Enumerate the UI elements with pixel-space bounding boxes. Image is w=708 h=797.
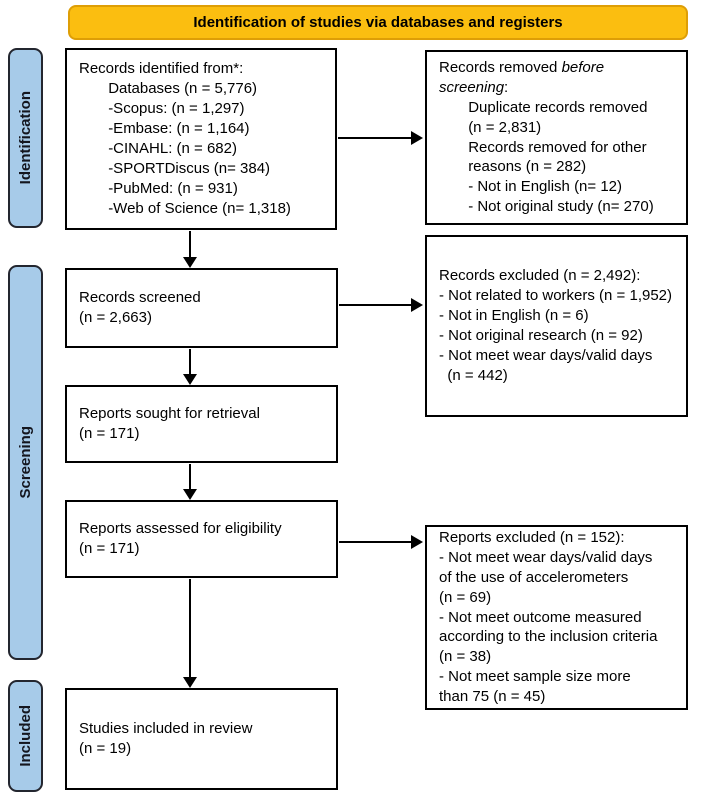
arrow-assessed-to-included-head (183, 677, 197, 688)
arrow-assessed-to-excluded-head (411, 535, 423, 549)
diagram-title: Identification of studies via databases … (193, 14, 563, 31)
arrow-screened-to-excluded-head (411, 298, 423, 312)
arrow-sought-to-assessed-head (183, 489, 197, 500)
arrow-assessed-to-excluded-line (339, 541, 412, 543)
stage-label-included: Included (17, 705, 34, 767)
reports-assessed-text: Reports assessed for eligibility (n = 17… (79, 520, 282, 557)
arrow-sought-to-assessed-line (189, 464, 191, 489)
arrow-identified-to-screened-line (189, 231, 191, 257)
arrow-screened-to-excluded-line (339, 304, 412, 306)
records-removed-title-italic2: screening (439, 78, 505, 96)
records-excluded-box: Records excluded (n = 2,492): - Not rela… (425, 235, 688, 417)
records-removed-title-suffix: : (504, 78, 509, 96)
reports-excluded-text: Reports excluded (n = 152): - Not meet w… (439, 528, 658, 706)
reports-sought-text: Reports sought for retrieval (n = 171) (79, 405, 260, 442)
reports-assessed-box: Reports assessed for eligibility (n = 17… (65, 500, 338, 578)
stage-pill-identification: Identification (8, 48, 43, 228)
records-identified-box: Records identified from*: Databases (n =… (65, 48, 337, 230)
studies-included-box: Studies included in review (n = 19) (65, 688, 338, 790)
records-screened-box: Records screened (n = 2,663) (65, 268, 338, 348)
records-removed-box: Records removed before screening: Duplica… (425, 50, 688, 225)
reports-excluded-box: Reports excluded (n = 152): - Not meet w… (425, 525, 688, 710)
arrow-identified-to-removed-line (338, 137, 412, 139)
arrow-identified-to-removed-head (411, 131, 423, 145)
reports-sought-box: Reports sought for retrieval (n = 171) (65, 385, 338, 463)
records-removed-title-italic1: before (561, 58, 605, 76)
records-removed-text: Records removed before screening: Duplica… (427, 56, 686, 220)
arrow-assessed-to-included-line (189, 579, 191, 677)
stage-label-screening: Screening (17, 426, 34, 499)
stage-pill-included: Included (8, 680, 43, 792)
studies-included-text: Studies included in review (n = 19) (79, 720, 253, 757)
arrow-screened-to-sought-line (189, 349, 191, 374)
arrow-screened-to-sought-head (183, 374, 197, 385)
records-excluded-text: Records excluded (n = 2,492): - Not rela… (439, 267, 673, 384)
records-removed-title: Records removed (439, 58, 562, 76)
records-removed-body: Duplicate records removed (n = 2,831) Re… (468, 98, 654, 216)
stage-label-identification: Identification (17, 91, 34, 185)
records-identified-text: Records identified from*: Databases (n =… (79, 60, 291, 217)
records-screened-text: Records screened (n = 2,663) (79, 289, 201, 326)
diagram-title-banner: Identification of studies via databases … (68, 5, 688, 40)
stage-pill-screening: Screening (8, 265, 43, 660)
arrow-identified-to-screened-head (183, 257, 197, 268)
